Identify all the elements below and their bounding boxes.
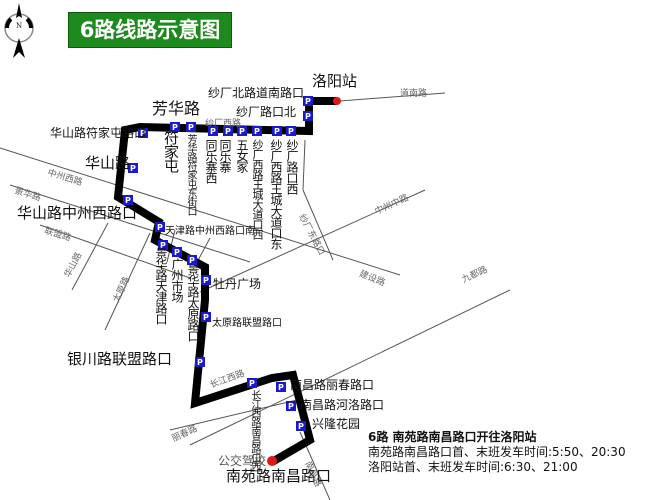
stop-label: 太原路联盟路口 <box>212 318 282 329</box>
svg-text:P: P <box>298 422 304 431</box>
stop-label: 长江西路南昌路口西 <box>249 390 260 471</box>
page-title: 6路线路示意图 <box>68 12 232 48</box>
road-lines <box>0 92 511 500</box>
svg-text:P: P <box>188 123 194 132</box>
stop-markers <box>123 96 313 431</box>
svg-text:P: P <box>160 241 166 250</box>
stop-label: 南昌路河洛路口 <box>300 398 385 412</box>
svg-text:P: P <box>140 129 146 138</box>
terminal-south-label: 南苑路南昌路口 <box>226 467 332 485</box>
stop-label: 五女冢 <box>235 139 249 172</box>
svg-text:P: P <box>288 402 294 411</box>
svg-text:P: P <box>189 256 195 265</box>
stop-label: 纱厂路口西 <box>285 139 299 194</box>
landmark-label: 公交驾校 <box>218 454 267 468</box>
stop-label: 符家屯 <box>162 130 180 172</box>
svg-text:P: P <box>239 127 245 136</box>
stop-label: 景华路天津路口 <box>154 247 168 324</box>
schedule-info: 6路 南苑路南昌路口开往洛阳站 南苑路南昌路口首、末班发车时间:5:50、20:… <box>368 430 626 475</box>
compass-letter: N <box>16 22 23 30</box>
line-heading: 6路 南苑路南昌路口开往洛阳站 <box>368 430 537 444</box>
stop-label: 南昌路丽春路口 <box>290 378 375 392</box>
terminal-north-label: 洛阳站 <box>312 72 358 90</box>
stop-label: 景华路太原路口 <box>186 264 200 341</box>
compass-north-icon <box>4 3 34 58</box>
svg-text:P: P <box>249 379 255 388</box>
terminal-north-icon <box>333 97 341 105</box>
stop-label: 纱厂西路王城大道口东 <box>269 139 283 249</box>
stop-label: 纱厂路口北 <box>236 105 297 119</box>
svg-text:P: P <box>278 383 284 392</box>
stop-label: 广州市场 <box>170 258 184 302</box>
svg-text:P: P <box>254 127 260 136</box>
svg-text:P: P <box>125 196 131 205</box>
stop-label: 华山路符家屯路口 <box>50 126 147 140</box>
stop-label: 芳华路符家屯东街口 <box>185 134 196 215</box>
svg-text:P: P <box>174 248 180 257</box>
svg-text:P: P <box>172 123 178 132</box>
stop-label: 纱厂西路王城大道口西 <box>251 139 264 239</box>
svg-text:P: P <box>197 358 203 367</box>
stop-label: 天津路中州西路口南 <box>165 226 255 237</box>
north-schedule: 洛阳站首、末班发车时间:6:30、21:00 <box>368 460 578 474</box>
stop-label: 牡丹广场 <box>213 277 262 291</box>
svg-text:P: P <box>157 223 163 232</box>
stop-label: 银川路联盟路口 <box>67 350 173 368</box>
svg-text:P: P <box>274 127 280 136</box>
svg-text:P: P <box>305 112 311 121</box>
stop-label: 纱厂北路道南路口 <box>208 86 305 100</box>
stop-label: 华山路 <box>85 154 131 172</box>
svg-text:P: P <box>225 127 231 136</box>
stop-label: 同乐寨 <box>218 139 232 172</box>
terminal-south-icon <box>267 456 277 466</box>
svg-text:P: P <box>203 313 209 322</box>
south-schedule: 南苑路南昌路口首、末班发车时间:5:50、20:30 <box>368 445 626 459</box>
road-label: 道南路 <box>400 89 428 99</box>
svg-text:P: P <box>305 97 311 106</box>
stop-label: 华山路中州西路口 <box>17 204 138 222</box>
stop-label: 同乐寨西 <box>204 139 218 183</box>
stop-label: 兴隆花园 <box>312 417 361 431</box>
stop-label: 芳华路 <box>152 99 201 118</box>
svg-text:P: P <box>288 127 294 136</box>
svg-text:P: P <box>203 276 209 285</box>
svg-text:P: P <box>130 164 136 173</box>
svg-text:P: P <box>210 127 216 136</box>
road-label: 纱厂西路 <box>205 119 242 129</box>
